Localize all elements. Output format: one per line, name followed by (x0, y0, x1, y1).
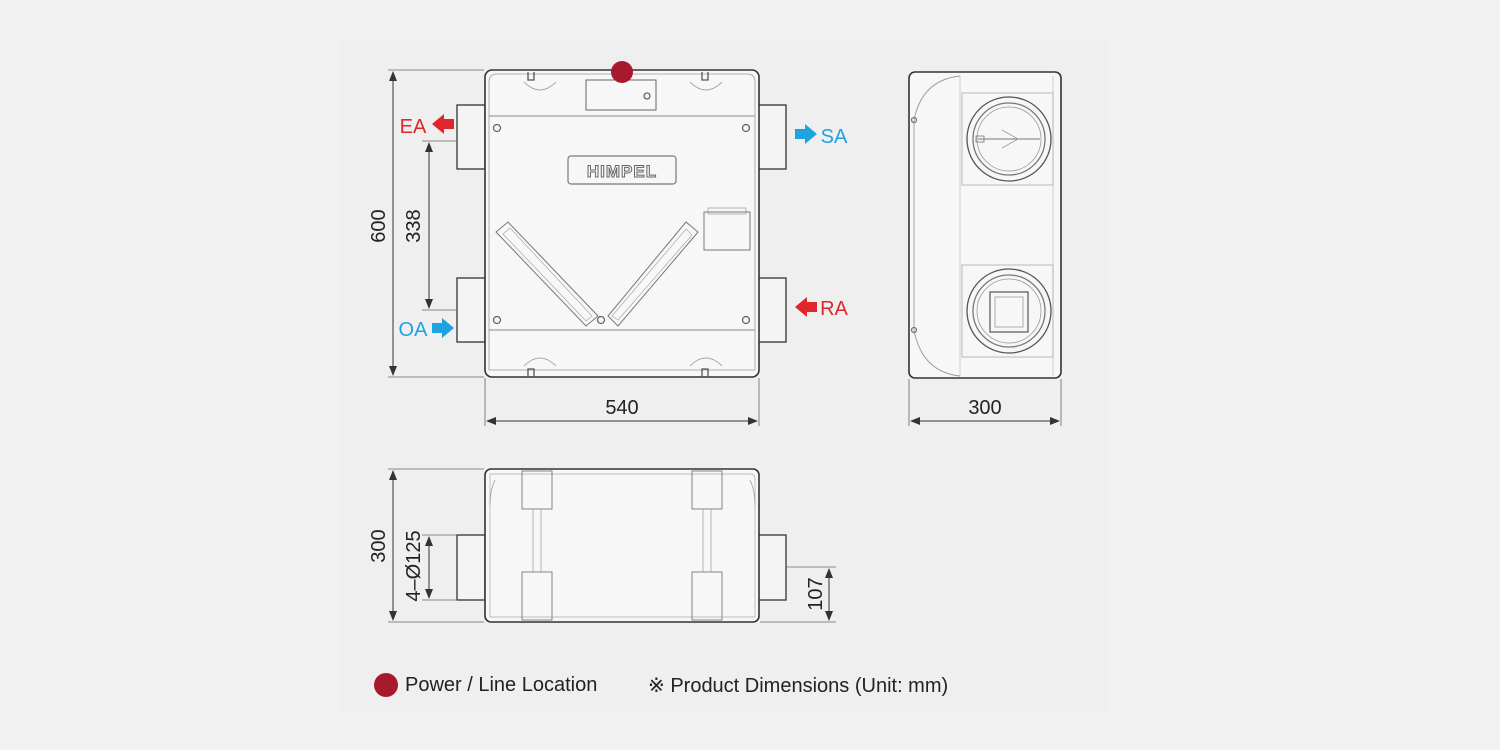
legend: Power / Line Location (374, 672, 597, 698)
dimension-unit-note: ※ Product Dimensions (Unit: mm) (648, 674, 949, 697)
dim-width (484, 378, 760, 426)
duct-oa (456, 277, 486, 343)
duct-ea (456, 104, 486, 170)
dim-duct-spacing (422, 140, 457, 311)
brand-logo: HIMPEL (587, 162, 657, 181)
ea-arrow-icon (432, 114, 454, 134)
dim-height (388, 69, 484, 378)
dim-duct-offset (760, 566, 836, 623)
ra-label: RA (820, 298, 848, 320)
ea-label: EA (400, 116, 427, 138)
sa-label: SA (821, 126, 848, 148)
power-location-marker (611, 61, 633, 83)
duct-sa (757, 104, 787, 170)
dim-height-value: 600 (368, 209, 390, 242)
side-view (908, 71, 1062, 379)
dim-depth-value: 300 (968, 397, 1001, 419)
dim-side-height (388, 468, 484, 623)
oa-arrow-icon (432, 318, 454, 338)
oa-label: OA (399, 319, 429, 341)
front-view (456, 69, 787, 378)
sa-arrow-icon (795, 124, 817, 144)
dim-depth (908, 379, 1062, 426)
power-location-icon (374, 673, 398, 697)
dim-duct-diameter (422, 534, 457, 601)
duct-ra (757, 277, 787, 343)
dim-duct-spacing-value: 338 (403, 209, 425, 242)
legend-power-label: Power / Line Location (405, 673, 598, 696)
ra-arrow-icon (795, 297, 817, 317)
dim-width-value: 540 (605, 397, 638, 419)
dim-duct-offset-value: 107 (805, 577, 827, 610)
dim-duct-diameter-value: 4–Ø125 (403, 530, 425, 601)
bottom-view (456, 468, 787, 623)
dim-side-height-value: 300 (368, 529, 390, 562)
